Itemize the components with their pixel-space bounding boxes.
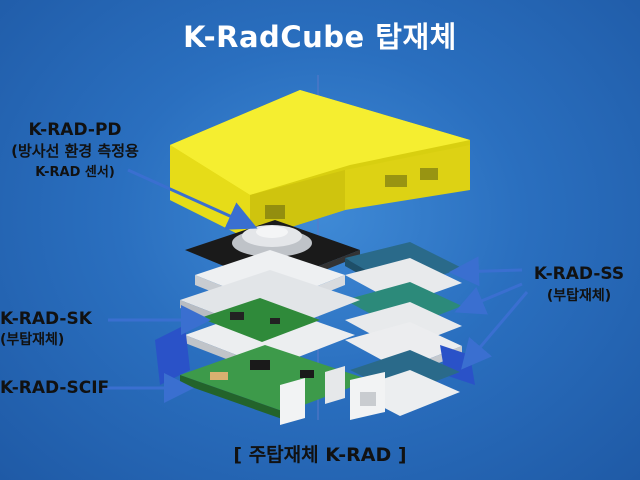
label-pd-name: K-RAD-PD xyxy=(28,120,122,140)
yellow-cover xyxy=(170,90,470,240)
label-k-rad-pd: K-RAD-PD (방사선 환경 측정용 K-RAD 센서) xyxy=(0,120,150,183)
ss-board-stack xyxy=(345,242,462,378)
label-ss-name: K-RAD-SS xyxy=(533,264,625,284)
label-pd-desc-2: K-RAD 센서) xyxy=(35,165,115,180)
arrow-ss-3 xyxy=(461,291,529,370)
page-title: K-RadCube 탑재체 xyxy=(183,20,457,54)
label-pd-desc-1: (방사선 환경 측정용 xyxy=(11,142,139,160)
label-k-rad-ss: K-RAD-SS (부탑재체) xyxy=(518,262,640,306)
label-k-rad-sk: K-RAD-SK (부탑재체) xyxy=(0,308,92,350)
arrow-pd xyxy=(127,168,258,230)
label-k-rad-scif: K-RAD-SCIF xyxy=(0,378,110,398)
label-sk-desc: (부탑재체) xyxy=(0,332,65,348)
label-ss-desc: (부탑재체) xyxy=(546,288,612,304)
arrow-ss-1 xyxy=(449,256,523,287)
sk-green-board xyxy=(200,298,320,342)
label-sk-name: K-RAD-SK xyxy=(0,309,92,329)
arrow-ss-2 xyxy=(454,282,523,315)
diagram-caption: [ 주탑재체 K-RAD ] xyxy=(233,444,407,466)
lower-brackets xyxy=(280,366,385,425)
